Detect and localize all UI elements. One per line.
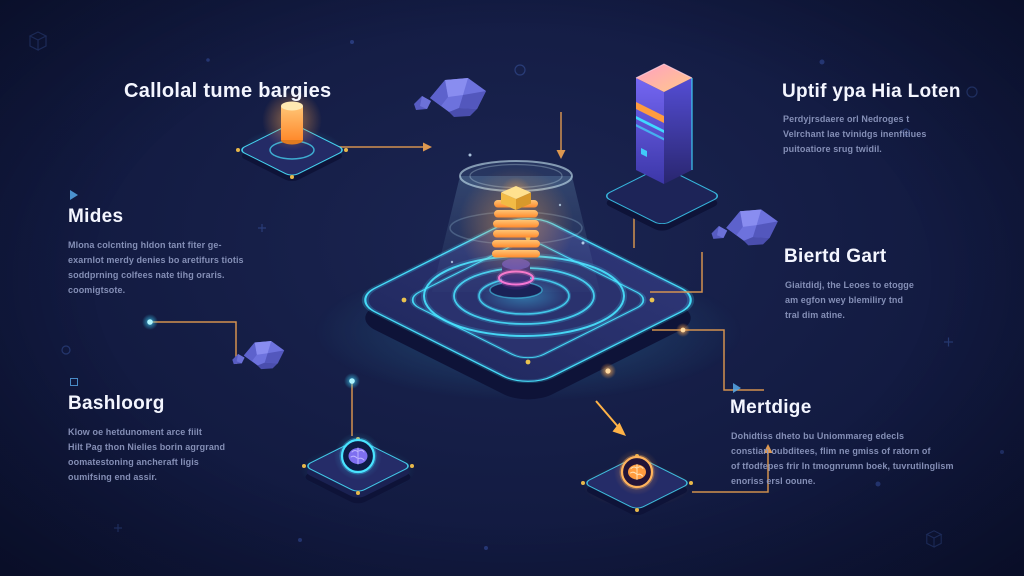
power-cell-chip-icon [236,90,348,182]
diagonal-arrow [595,400,626,436]
triangle-marker-icon [733,383,741,393]
section-heading-bashloorg: Bashloorg [68,393,165,414]
section-heading-mertdige: Mertdige [730,397,812,418]
brain-chip-blue-icon [300,432,416,504]
section-body-mertdige: Dohidtiss dheto bu Uniommareg edecls con… [731,431,954,486]
brain-icon [628,464,646,480]
plus-glyph [258,224,266,232]
floating-rock-icon [711,209,778,246]
arrow-down-icon [556,150,566,159]
floating-rock-icon [414,78,486,117]
brain-icon [348,447,368,465]
arrow-head-icon [612,422,626,436]
section-body-uptif: Perdyjrsdaere orl Nedroges t Velrchant l… [783,114,927,154]
section-heading-biertd: Biertd Gart [784,246,887,267]
brain-chip-orange-icon [581,449,693,516]
circle-glyph [966,86,978,98]
section-body-biertd: Giaitdidj, the Leoes to etogge am egfon … [785,280,915,320]
page-title: Callolal tume bargies [124,80,332,102]
section-heading-uptif: Uptif ypa Hia Loten [782,81,961,102]
server-tower-icon [605,63,719,231]
circuit-line [150,321,237,364]
section-body-bashloorg: Klow oe hetdunoment arce fiilt Hilt Pag … [68,427,226,482]
plus-glyph [114,524,122,532]
section-body-mides: Mlona colcnting hldon tant fiter ge- exa… [68,240,244,295]
cube-glyph [925,530,943,548]
square-marker-icon [70,378,78,386]
triangle-marker-icon [70,190,78,200]
arrow-right-icon [423,142,432,152]
energy-coil-icon [458,167,574,283]
circle-glyph [61,345,71,355]
circle-glyph [514,64,526,76]
section-heading-mides: Mides [68,206,124,227]
plus-glyph [944,337,953,347]
floating-rock-icon [232,341,285,370]
cube-glyph [28,31,48,51]
